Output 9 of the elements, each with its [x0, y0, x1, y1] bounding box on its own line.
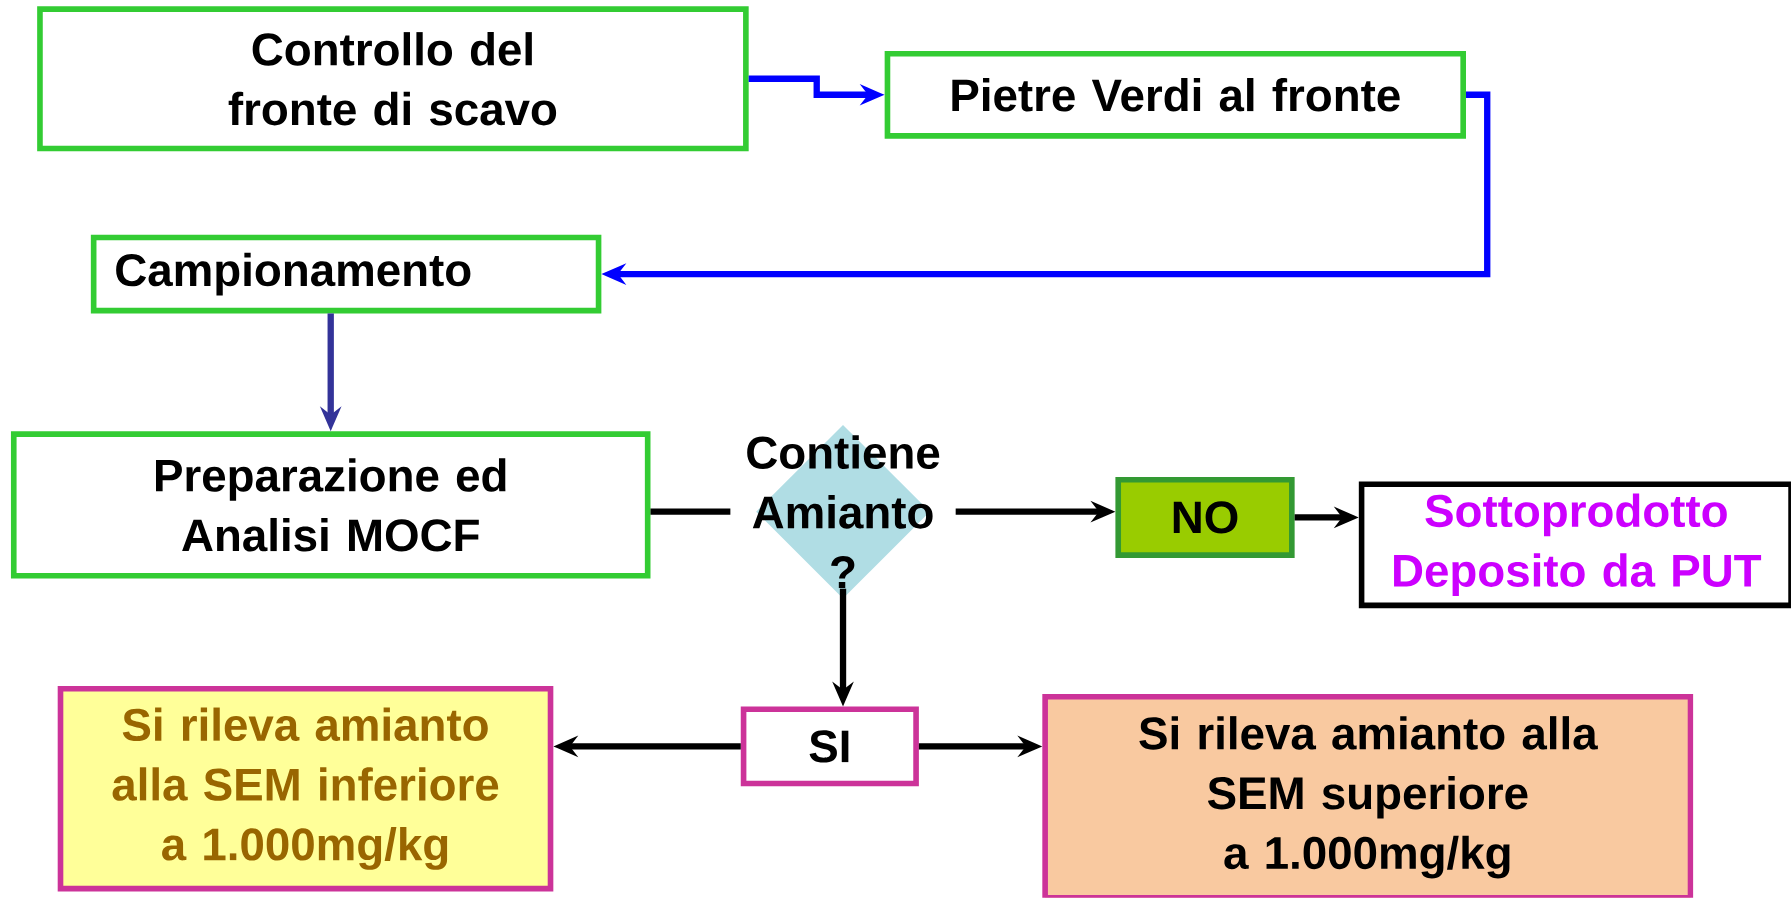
answer-box: NO — [1115, 477, 1295, 558]
process-box: Pietre Verdi al fronte — [884, 51, 1466, 139]
result-box: Si rileva amianto alla SEM inferiore a 1.000mg/kg — [57, 686, 554, 892]
result-box: Sottoprodotto Deposito da PUT — [1358, 481, 1791, 609]
result-box: Si rileva amianto alla SEM superiore a 1.000mg/kg — [1042, 694, 1694, 898]
process-box: Controllo del fronte di scavo — [37, 6, 749, 152]
process-box: Campionamento — [90, 234, 602, 314]
process-box: Preparazione ed Analisi MOCF — [10, 431, 651, 579]
answer-box: SI — [740, 706, 919, 787]
